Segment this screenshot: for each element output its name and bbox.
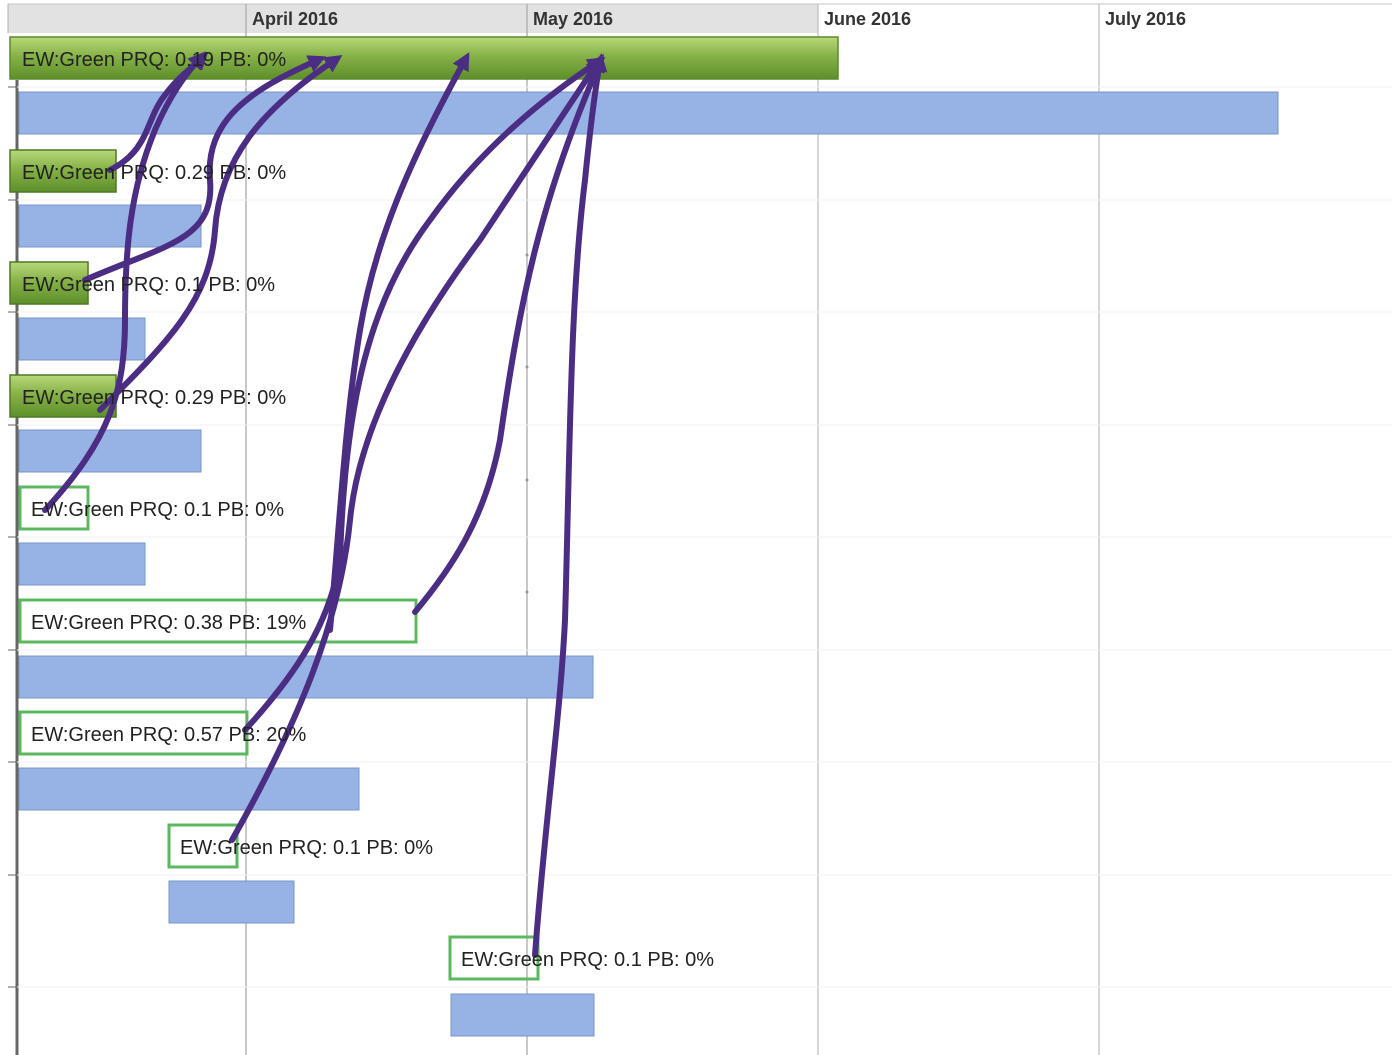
dependency-arrow-icon: [229, 54, 603, 843]
dependency-arrow-icon: [97, 55, 343, 413]
grid-dot: [525, 478, 529, 482]
task-marker-outline[interactable]: [18, 598, 418, 644]
task-label: EW:Green PRQ: 0.57 PB: 20%: [31, 724, 307, 746]
task-marker-outline[interactable]: [18, 710, 249, 756]
task-label: EW:Green PRQ: 0.1 PB: 0%: [31, 499, 284, 521]
task-progress-bar[interactable]: [18, 767, 360, 811]
task-labels: EW:Green PRQ: 0.19 PB: 0% EW:Green PRQ: 0…: [22, 49, 714, 971]
task-progress-bar[interactable]: [18, 91, 1279, 135]
month-label: April 2016: [252, 9, 338, 29]
grid-dot: [525, 365, 529, 369]
task-label: EW:Green PRQ: 0.1 PB: 0%: [461, 949, 714, 971]
task-marker-outline[interactable]: [448, 935, 540, 981]
dependency-arrow-icon: [532, 53, 608, 958]
task-label: EW:Green PRQ: 0.38 PB: 19%: [31, 612, 307, 634]
dependency-arrow-icon: [242, 57, 606, 733]
task-label: EW:Green PRQ: 0.1 PB: 0%: [180, 837, 433, 859]
header-shaded-band: [8, 4, 818, 33]
task-marker-outline[interactable]: [18, 485, 90, 531]
grid-dot: [525, 253, 529, 257]
timeline-grid: [8, 4, 1392, 1055]
summary-task-bar[interactable]: [9, 36, 839, 80]
grid-dot: [525, 590, 529, 594]
task-marker-filled[interactable]: [9, 261, 89, 305]
task-label: EW:Green PRQ: 0.19 PB: 0%: [22, 49, 286, 71]
dependency-arrow-icon: [412, 53, 605, 615]
dependency-arrows: [42, 51, 608, 958]
task-progress-bar[interactable]: [450, 993, 595, 1037]
dependency-arrow-icon: [42, 51, 206, 513]
task-marker-outline[interactable]: [167, 823, 239, 869]
task-marker-filled[interactable]: [9, 149, 117, 193]
dependency-arrow-icon: [82, 55, 327, 283]
task-label: EW:Green PRQ: 0.29 PB: 0%: [22, 162, 286, 184]
dependency-arrow-icon: [327, 52, 470, 633]
task-label: EW:Green PRQ: 0.29 PB: 0%: [22, 387, 286, 409]
task-progress-bar[interactable]: [18, 542, 146, 586]
month-label: July 2016: [1105, 9, 1186, 29]
task-bars: [9, 36, 1279, 1037]
task-progress-bar[interactable]: [18, 429, 202, 473]
task-progress-bar[interactable]: [18, 204, 202, 248]
month-label: May 2016: [533, 9, 613, 29]
task-label: EW:Green PRQ: 0.1 PB: 0%: [22, 274, 275, 296]
timeline-header: April 2016 May 2016 June 2016 July 2016: [7, 3, 1392, 33]
month-label: June 2016: [824, 9, 911, 29]
task-progress-bar[interactable]: [168, 880, 295, 924]
